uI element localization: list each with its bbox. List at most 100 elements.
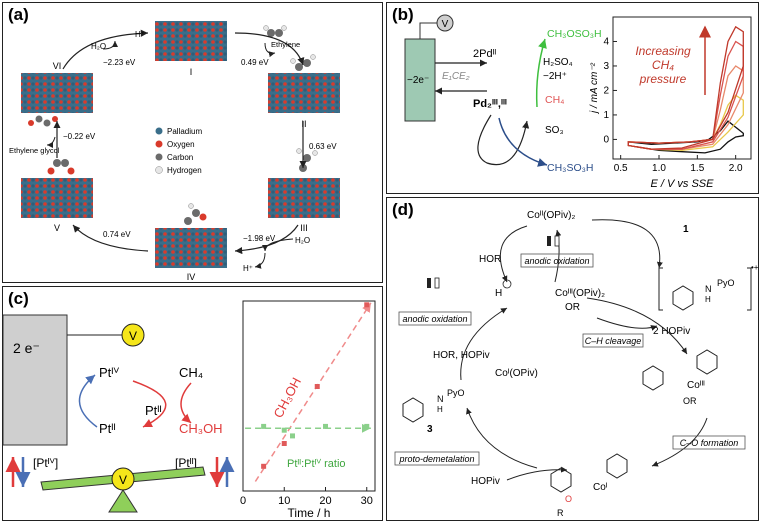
cv-series [627, 25, 744, 154]
anodic1-label: anodic oxidation [524, 256, 589, 266]
hplus-top-label: H⁺ [135, 30, 145, 39]
arrow-hplus-out-right [254, 252, 266, 269]
time-xlabel: Time / h [288, 506, 331, 520]
compound-1-label: 1 [683, 224, 689, 235]
h2so4-label: H₂SO₄ [543, 57, 573, 68]
energy-I-II: 0.49 eV [241, 58, 269, 67]
ch3so3h-label: CH₃SO₃H [547, 162, 593, 174]
slab-III [268, 178, 340, 218]
seesaw-pivot [108, 489, 138, 513]
hplus-label: H [495, 288, 502, 299]
ch3oh-point [281, 441, 287, 446]
electrode-label: −2e⁻ [407, 75, 429, 86]
panel-c-label: (c) [8, 289, 29, 308]
radical-bracket [658, 267, 752, 311]
panel-a-label: (a) [8, 5, 29, 24]
cv-ytick-label: 0 [603, 134, 609, 145]
cv-xtick-label: 0.5 [614, 163, 628, 174]
ch3oh-point [314, 384, 320, 389]
panel-b-figure: −2e⁻ V E₁CE₂ 2Pdᴵᴵ Pd₂ᴵᴵᴵ,ᴵᴵᴵ CH₃OSO₃H H… [404, 14, 752, 190]
arc-top-left [499, 225, 528, 283]
arc-2hopiv-out [596, 317, 658, 331]
pd2-label: 2Pdᴵᴵ [473, 48, 496, 60]
cv-ytick-label: 4 [603, 36, 609, 47]
arc-bottom-left [466, 407, 538, 469]
arrow-pd-loop [477, 114, 530, 166]
arrow-blue-arc [78, 374, 98, 428]
proto-box [394, 451, 480, 466]
compound-3-label: 3 [427, 424, 433, 435]
energy-V-VI: −0.22 eV [63, 132, 96, 141]
benzene-right [642, 365, 664, 391]
state-label-II: II [301, 119, 306, 129]
ch3oh-point [261, 463, 267, 469]
anodic1-box [520, 253, 594, 268]
minus2h-label: −2H⁺ [543, 71, 567, 82]
increasing-label-3: pressure [639, 72, 687, 86]
voltmeter-c [121, 323, 145, 347]
hor-hopiv-label: HOR, HOPiv [433, 350, 490, 361]
adsorbate-V [47, 159, 75, 175]
pt2-left-label: Ptᴵᴵ [99, 421, 116, 436]
energy-VI-I: −2.23 eV [103, 58, 136, 67]
energy-II-III: 0.63 eV [309, 142, 337, 151]
state-label-VI: VI [53, 61, 62, 71]
cv-ytick-label: 2 [603, 85, 609, 96]
electrode-icon-1 [547, 236, 551, 246]
anodic2-label: anodic oxidation [402, 314, 467, 324]
electrode-icon-1b [554, 235, 560, 247]
radical-label: •+ [751, 263, 759, 272]
co2-top-label: Coᴵᴵ(OPiv)₂ [527, 210, 575, 221]
ethylene-label: Ethylene [271, 40, 300, 49]
seesaw-voltmeter-label: V [119, 473, 127, 487]
hopiv-label: HOPiv [471, 476, 500, 487]
increasing-label-2: CH₄ [652, 58, 674, 72]
arrow-blue [498, 117, 548, 167]
arc-right [586, 297, 688, 355]
ch3oh-point [364, 302, 370, 308]
pyo-top-label: PyO [717, 278, 735, 288]
electrode-icon-2b [434, 277, 440, 289]
energy-IV-V: 0.74 eV [103, 230, 131, 239]
voltmeter-label: V [442, 19, 449, 30]
ratio-point [323, 423, 328, 429]
benzene-top [672, 285, 694, 311]
ch-cleavage-label: C–H cleavage [585, 336, 642, 346]
o-bottom-label: O [565, 494, 572, 504]
arrow-IV-V [72, 224, 149, 252]
arrow-ethylene-in [264, 42, 276, 58]
cv-xlabel: E / V vs SSE [651, 178, 715, 190]
panel-c-figure: 2 e⁻ V Ptᴵⱽ CH₄ Ptᴵᴵ Ptᴵᴵ CH₃OH [Ptᴵⱽ] [… [3, 300, 376, 520]
legend-dot-palladium [155, 127, 163, 135]
atom-legend: Palladium Oxygen Carbon Hydrogen [155, 127, 202, 175]
legend-hydrogen: Hydrogen [167, 166, 202, 175]
state-label-V: V [54, 223, 60, 233]
legend-carbon: Carbon [167, 153, 193, 162]
ethylene-molecule [263, 25, 287, 37]
adsorbate-III [296, 148, 318, 172]
slab-II [268, 73, 340, 113]
increasing-label-1: Increasing [635, 44, 691, 58]
cv-ytick-label: 3 [603, 61, 609, 72]
proto-label: proto-demetalation [398, 454, 474, 464]
legend-dot-oxygen [155, 140, 163, 148]
or-right-label: OR [683, 396, 697, 406]
cv-ytick-label: 1 [603, 110, 609, 121]
h2o-top-label: H₂O [91, 42, 106, 51]
ratio-point [281, 427, 287, 433]
slab-I [155, 21, 227, 61]
ch3oh-label-c: CH₃OH [179, 421, 223, 436]
arc-right-down [651, 417, 708, 467]
arc-mid-top [554, 229, 562, 283]
electrons-label: 2 e⁻ [13, 340, 40, 356]
h-top-label: H [705, 295, 711, 304]
pt4-bracket-label: [Ptᴵⱽ] [33, 456, 58, 470]
legend-palladium: Palladium [167, 127, 202, 136]
cv-series-0 [627, 120, 744, 154]
co1-bottom-label: Coᴵ [593, 482, 608, 493]
n-left-label: N [437, 394, 444, 404]
h2o-right-label: H₂O [295, 236, 310, 245]
arrow-h2o-in-top [102, 40, 118, 50]
panel-d-label: (d) [392, 200, 414, 219]
